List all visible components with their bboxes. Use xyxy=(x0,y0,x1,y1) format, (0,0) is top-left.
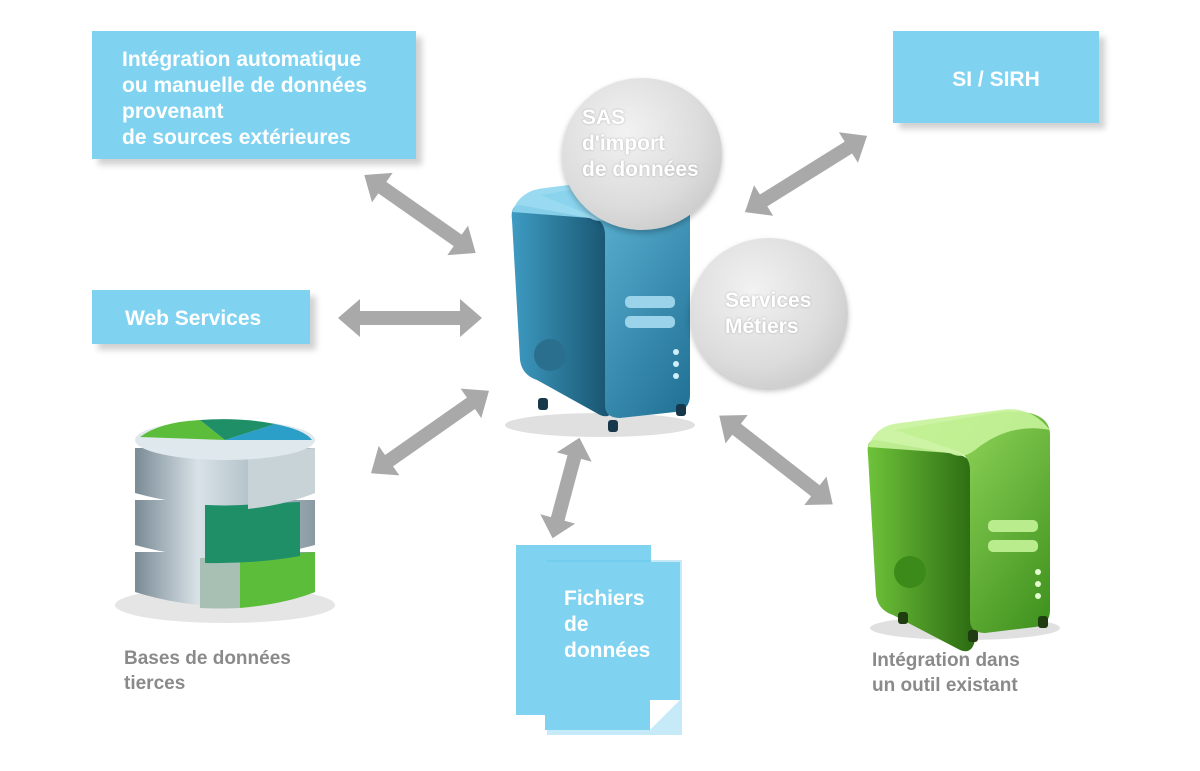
web-services-box: Web Services xyxy=(92,290,310,344)
web-services-label: Web Services xyxy=(125,307,262,330)
arrow-green-center xyxy=(719,415,833,505)
services-metiers-line-1: Services xyxy=(725,289,812,312)
integration-sources-box: Intégration automatique ou manuelle de d… xyxy=(92,31,416,159)
arrow-files-center xyxy=(540,437,592,539)
outil-existant-line-1: Intégration dans xyxy=(872,650,1020,671)
sas-import-line-1: SAS xyxy=(582,106,626,129)
si-sirh-box: SI / SIRH xyxy=(893,31,1099,123)
sas-import-bubble: SAS d'import de données xyxy=(562,78,722,230)
arrows xyxy=(338,132,868,539)
arrow-webservices-center xyxy=(338,299,482,337)
bases-tierces-caption: Bases de données tierces xyxy=(124,646,291,696)
sas-import-line-2: d'import xyxy=(582,132,666,155)
integration-sources-line-3: provenant xyxy=(122,100,224,123)
integration-sources-line-4: de sources extérieures xyxy=(122,126,351,149)
fichiers-line-2: de xyxy=(564,613,589,636)
arrow-sirh-center xyxy=(744,132,868,216)
outil-existant-line-2: un outil existant xyxy=(872,675,1018,696)
database-icon xyxy=(115,419,335,623)
sas-import-line-3: de données xyxy=(582,158,699,181)
fichiers-label: Fichiers de données xyxy=(564,586,650,664)
document-icon xyxy=(516,545,682,735)
integration-sources-line-2: ou manuelle de données xyxy=(122,74,368,97)
bases-tierces-line-1: Bases de données xyxy=(124,648,291,669)
integration-sources-line-1: Intégration automatique xyxy=(122,48,362,71)
services-metiers-bubble: Services Métiers xyxy=(690,238,848,388)
arrow-database-center xyxy=(371,388,489,476)
fichiers-line-3: données xyxy=(564,639,651,662)
bases-tierces-line-2: tierces xyxy=(124,673,186,694)
fichiers-line-1: Fichiers xyxy=(564,587,645,610)
arrow-integration-center xyxy=(364,172,476,256)
outil-existant-caption: Intégration dans un outil existant xyxy=(872,648,1020,698)
services-metiers-line-2: Métiers xyxy=(725,315,799,338)
si-sirh-label: SI / SIRH xyxy=(952,68,1040,91)
green-server-icon xyxy=(867,409,1060,652)
